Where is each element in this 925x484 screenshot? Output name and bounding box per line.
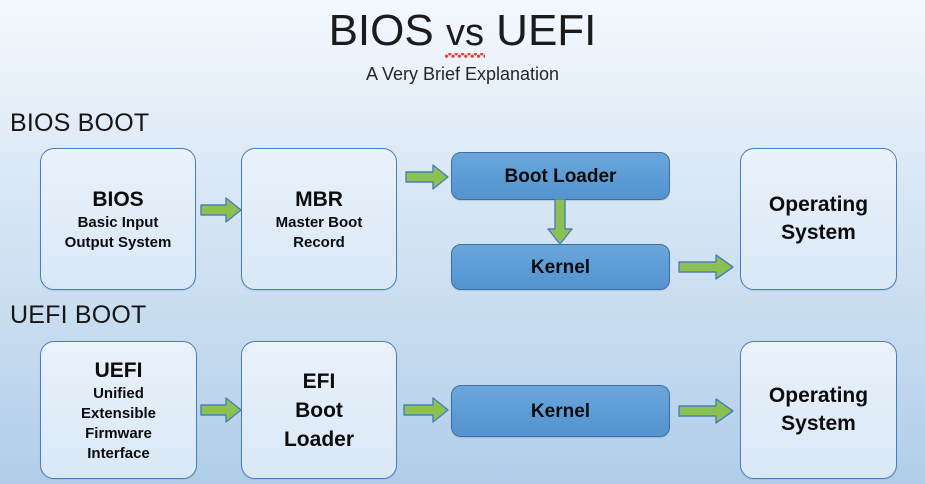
box-efi-boot-loader-line-1: EFI (302, 369, 336, 393)
box-efi-boot-loader-line-2: Boot (295, 398, 343, 422)
box-boot-loader[interactable]: Boot Loader (451, 152, 670, 200)
box-os-uefi-line-1: Operating (768, 384, 869, 407)
box-kernel-uefi[interactable]: Kernel (451, 385, 670, 437)
box-kernel-uefi-label: Kernel (530, 400, 591, 422)
box-uefi-subline-3: Firmware (85, 424, 152, 442)
box-uefi-subline-2: Extensible (80, 404, 157, 422)
arrow-kernel-to-os-bios (678, 253, 734, 281)
box-mbr-subline-2: Record (293, 233, 345, 251)
box-mbr-title: MBR (295, 187, 343, 211)
arrow-efi-boot-loader-to-kernel (403, 396, 449, 424)
arrow-bios-to-mbr (200, 196, 242, 224)
box-efi-boot-loader[interactable]: EFI Boot Loader (241, 341, 397, 479)
box-kernel-bios[interactable]: Kernel (451, 244, 670, 290)
page-title: BIOS vs UEFI (0, 4, 925, 60)
title-part-uefi: UEFI (483, 6, 597, 55)
box-uefi-subline-1: Unified (93, 384, 144, 402)
page-subtitle: A Very Brief Explanation (365, 64, 560, 84)
section-label-uefi-boot: UEFI BOOT (10, 301, 147, 329)
box-bios-subline-1: Basic Input (77, 213, 159, 231)
spellcheck-squiggle-icon (444, 53, 485, 58)
title-part-bios: BIOS (328, 6, 446, 55)
box-kernel-bios-label: Kernel (530, 256, 591, 278)
box-operating-system-bios[interactable]: Operating System (740, 148, 897, 290)
box-uefi-title: UEFI (94, 358, 143, 382)
box-boot-loader-label: Boot Loader (504, 165, 617, 187)
box-bios-title: BIOS (92, 187, 144, 211)
box-os-bios-line-1: Operating (768, 193, 869, 216)
box-efi-boot-loader-line-3: Loader (283, 427, 354, 451)
box-uefi[interactable]: UEFI Unified Extensible Firmware Interfa… (40, 341, 197, 479)
arrow-uefi-to-efi-boot-loader (200, 396, 242, 424)
box-os-uefi-line-2: System (781, 412, 856, 435)
arrow-mbr-to-boot-loader (405, 163, 449, 191)
box-uefi-subline-4: Interface (87, 444, 150, 462)
box-operating-system-uefi[interactable]: Operating System (740, 341, 897, 479)
arrow-kernel-to-os-uefi (678, 397, 734, 425)
title-vs-word: vs (444, 6, 485, 60)
arrow-boot-loader-to-kernel (546, 199, 574, 245)
box-bios[interactable]: BIOS Basic Input Output System (40, 148, 196, 290)
title-block: BIOS vs UEFI A Very Brief Explanation (0, 4, 925, 86)
title-vs-text: vs (445, 12, 484, 54)
box-bios-subline-2: Output System (64, 233, 172, 251)
section-label-bios-boot: BIOS BOOT (10, 109, 150, 137)
box-mbr-subline-1: Master Boot (275, 213, 363, 231)
box-os-bios-line-2: System (781, 221, 856, 244)
box-mbr[interactable]: MBR Master Boot Record (241, 148, 397, 290)
